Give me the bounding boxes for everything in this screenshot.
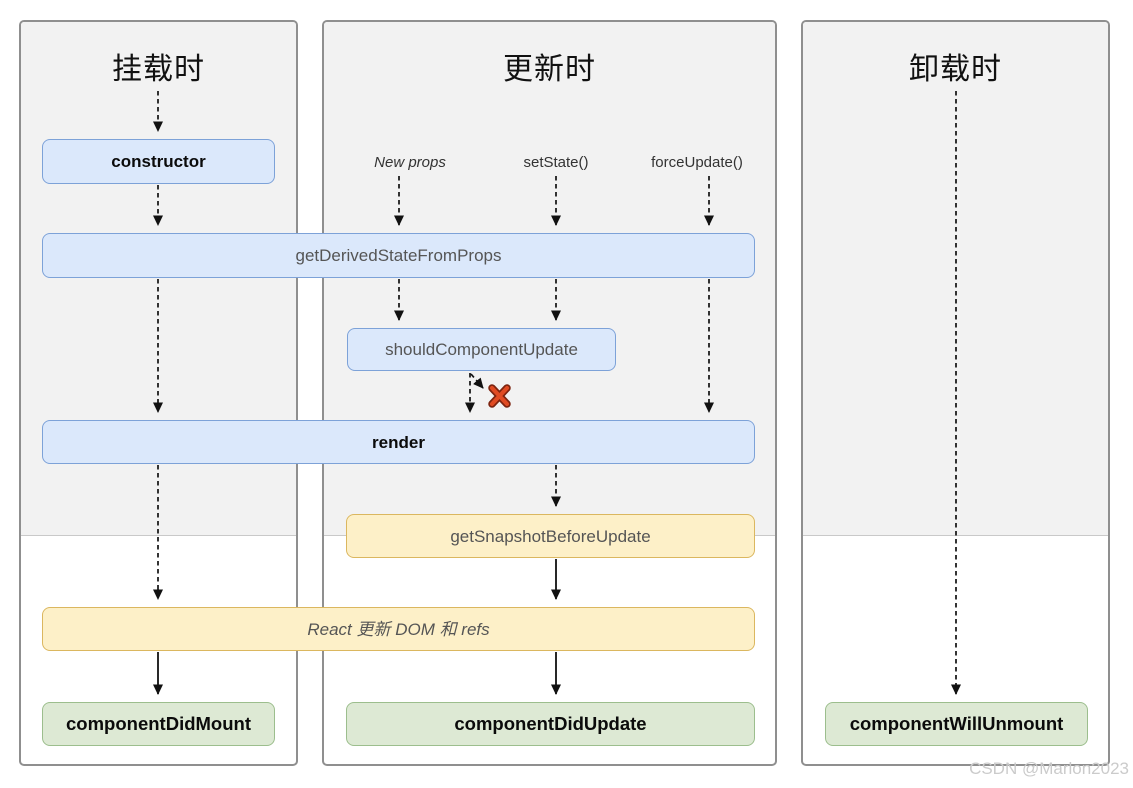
box-component-did-update: componentDidUpdate <box>346 702 755 746</box>
trigger-new-props: New props <box>374 154 446 171</box>
column-mounting: 挂载时 <box>19 20 298 766</box>
box-component-did-mount: componentDidMount <box>42 702 275 746</box>
box-constructor: constructor <box>42 139 275 184</box>
csdn-watermark: CSDN @Marlon2023 <box>969 759 1129 778</box>
column-updating: 更新时 <box>322 20 777 766</box>
box-get-snapshot-before-update: getSnapshotBeforeUpdate <box>346 514 755 558</box>
box-react-updates-dom: React 更新 DOM 和 refs <box>42 607 755 651</box>
box-render: render <box>42 420 755 464</box>
box-get-derived-state-from-props: getDerivedStateFromProps <box>42 233 755 278</box>
trigger-set-state: setState() <box>523 154 589 171</box>
render-phase-panel-unmounting <box>803 22 1108 536</box>
column-header-updating: 更新时 <box>503 53 596 86</box>
box-should-component-update: shouldComponentUpdate <box>347 328 616 371</box>
trigger-force-update: forceUpdate() <box>651 154 743 171</box>
column-unmounting: 卸载时 <box>801 20 1110 766</box>
column-header-mounting: 挂载时 <box>112 53 205 86</box>
column-header-unmounting: 卸载时 <box>909 53 1002 86</box>
box-component-will-unmount: componentWillUnmount <box>825 702 1088 746</box>
